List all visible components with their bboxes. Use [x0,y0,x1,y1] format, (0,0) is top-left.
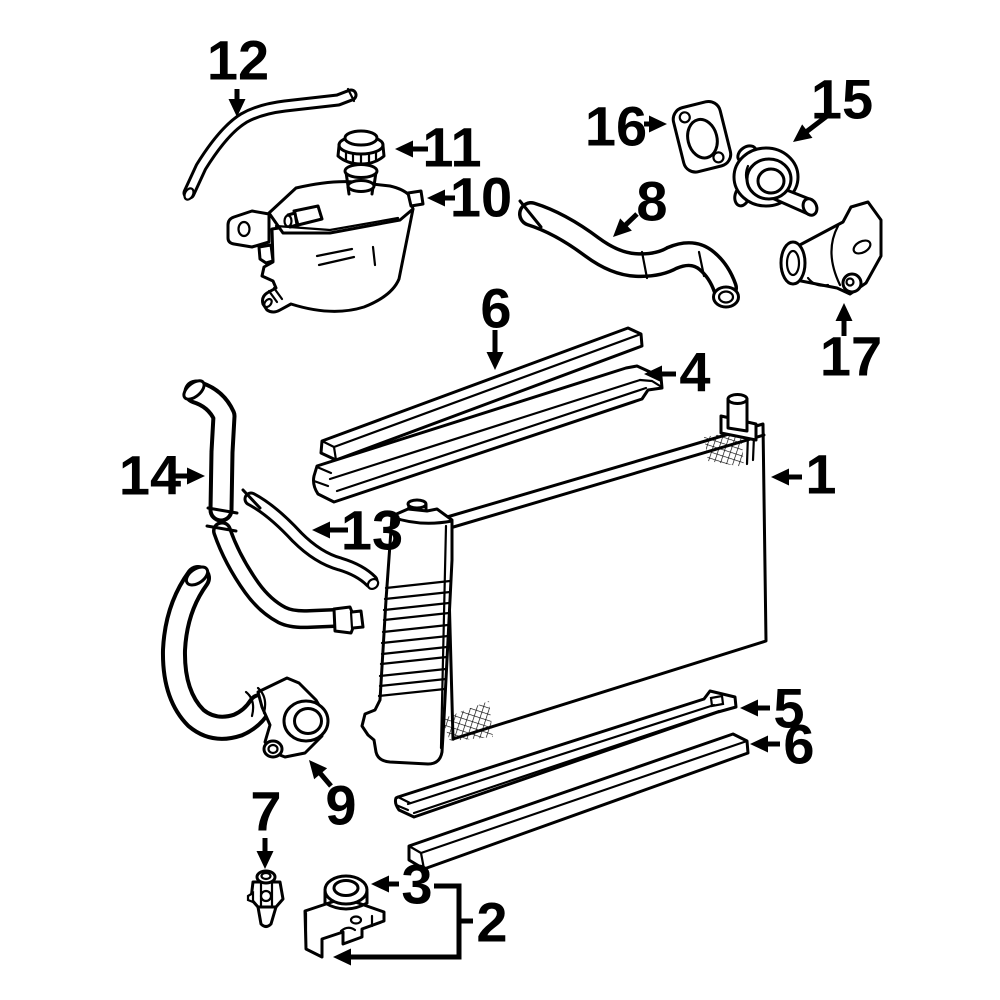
radiator-mesh-bottom-left [442,701,493,741]
callout-1-arrowhead-icon [771,468,789,486]
callout-10-label: 10 [450,166,512,229]
callout-8-label: 8 [636,170,667,233]
callout-10-arrowhead-icon [427,189,445,207]
callout-3-arrowhead-icon [371,875,389,893]
radiator-left-tank-drawing [360,498,454,766]
reservoir-cap-drawing [336,129,386,166]
callout-6-upper-label: 6 [480,277,511,340]
callout-6-lower-arrowhead-icon [750,735,768,753]
overflow-hose-drawing [182,87,358,201]
callout-14-arrowhead-icon [187,467,205,485]
heater-supply-hose-drawing [241,488,380,591]
water-outlet-drawing [779,200,883,296]
callout-14-label: 14 [119,444,181,507]
heater-return-hose-drawing [182,379,365,635]
callout-9-label: 9 [325,774,356,837]
upper-radiator-hose-drawing [518,199,740,309]
lower-radiator-hose-drawing [160,565,273,741]
hose-connector-drawing [244,676,330,759]
thermostat-drawing [732,144,819,217]
callout-9-arrow [317,770,333,788]
callout-7-label: 7 [250,780,281,843]
coolant-reservoir-drawing [226,163,425,314]
lower-seal-channel-drawing [393,689,738,819]
callout-3-label: 3 [401,853,432,916]
callout-2-label: 2 [476,891,507,954]
radiator-mount-drawing [303,874,386,959]
callout-17-label: 17 [820,325,882,388]
upper-air-seal-bar-drawing [319,326,644,462]
callout-12-arrowhead-icon [228,99,246,117]
callout-1-label: 1 [805,443,836,506]
callout-5-label: 5 [773,677,804,740]
callout-16-label: 16 [585,95,647,158]
callout-15-arrow [804,114,829,135]
callout-6-upper-arrowhead-icon [486,352,504,370]
callout-11-arrowhead-icon [395,140,413,158]
lower-air-seal-bar-drawing [407,732,750,871]
callout-2-arrowhead-icon [333,948,351,966]
reservoir-right-port [406,189,425,208]
callout-5-arrowhead-icon [740,699,758,717]
callout-6-lower-label: 6 [783,713,814,776]
callout-13-label: 13 [341,499,403,562]
callout-11-label: 11 [422,116,481,179]
callout-8-arrow [622,212,639,228]
callout-15-label: 15 [811,68,873,131]
radiator-drawing [360,393,768,766]
callout-4-arrowhead-icon [644,365,662,383]
drain-plug-drawing [246,869,285,928]
callout-17-arrowhead-icon [835,303,853,321]
callout-7-arrowhead-icon [256,851,274,869]
callout-12-label: 12 [207,29,269,92]
callout-9-arrowhead-icon [309,760,328,780]
thermostat-gasket-drawing [671,99,733,174]
callout-8-arrowhead-icon [613,218,632,237]
callout-4-label: 4 [679,341,710,404]
callout-13-arrowhead-icon [312,521,330,539]
callout-16-arrowhead-icon [649,115,667,133]
radiator-mesh-top-right [704,431,744,467]
callout-15-arrowhead-icon [793,124,813,142]
upper-seal-channel-drawing [312,364,664,504]
